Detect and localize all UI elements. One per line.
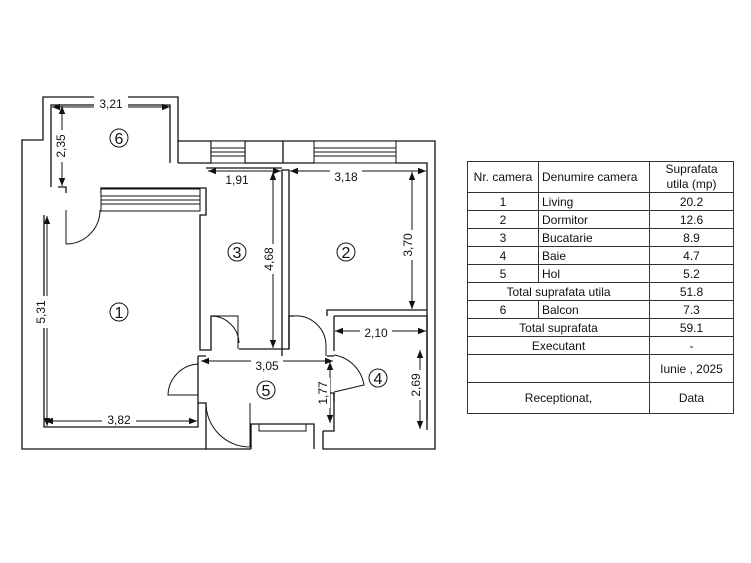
balcony-inner — [50, 104, 171, 187]
kitchen-south-wall — [239, 348, 283, 356]
row-area: 12.6 — [649, 210, 734, 229]
room-marker-bath — [368, 368, 388, 388]
dim-bedroom-depth: 3,70 — [401, 233, 415, 257]
doors — [65, 209, 365, 448]
dim-living-width: 3,82 — [107, 413, 131, 427]
date-row: Iunie , 2025 — [467, 354, 734, 383]
hall-west-wall — [197, 355, 206, 403]
row-name: Balcon — [538, 300, 650, 319]
row-nr: 2 — [467, 210, 539, 229]
bath-walls — [323, 315, 428, 432]
executant-row: Executant - — [467, 336, 734, 355]
balcony-parapet — [21, 96, 207, 450]
header-area-line2: utila (mp) — [666, 177, 717, 191]
room-number-kitchen: 3 — [233, 245, 242, 262]
room-numbers: 6 3 2 1 5 4 — [109, 128, 388, 400]
table-row: 5 Hol 5.2 — [467, 264, 734, 283]
dim-hall-width: 3,05 — [255, 359, 279, 373]
table-row: 3 Bucatarie 8.9 — [467, 228, 734, 247]
row-name: Bucatarie — [538, 228, 650, 247]
header-area-line1: Suprafata — [665, 162, 718, 177]
room-marker-kitchen — [227, 242, 247, 262]
total-utila-label: Total suprafata utila — [467, 282, 650, 301]
total-value: 59.1 — [649, 318, 734, 337]
dimension-labels: 3,21 2,35 1,91 3,18 4,68 3,70 5,31 3,05 … — [32, 96, 423, 427]
row-area: 7.3 — [649, 300, 734, 319]
data-label: Data — [649, 382, 734, 414]
row-area: 20.2 — [649, 192, 734, 211]
room-number-living: 1 — [115, 305, 124, 322]
executant-label: Executant — [467, 336, 650, 355]
row-nr: 3 — [467, 228, 539, 247]
dim-bath-depth: 2,69 — [409, 373, 423, 397]
dim-living-depth: 5,31 — [34, 300, 48, 324]
row-name: Baie — [538, 246, 650, 265]
door-kitchen — [210, 315, 240, 349]
executant-value: - — [649, 336, 734, 355]
kitchen-bedroom-partition — [281, 169, 290, 350]
row-area: 5.2 — [649, 264, 734, 283]
table-row: 4 Baie 4.7 — [467, 246, 734, 265]
total-utila-row: Total suprafata utila 51.8 — [467, 282, 734, 301]
row-name: Living — [538, 192, 650, 211]
header-name: Denumire camera — [538, 161, 650, 193]
row-name: Hol — [538, 264, 650, 283]
row-nr: 4 — [467, 246, 539, 265]
door-living — [167, 363, 199, 396]
room-number-bedroom: 2 — [342, 245, 351, 262]
row-area: 8.9 — [649, 228, 734, 247]
facade-wall — [178, 141, 428, 420]
receptionat-label: Receptionat, — [467, 382, 650, 414]
bedroom-south-wall — [288, 309, 427, 349]
dim-bath-width: 2,10 — [364, 326, 388, 340]
row-nr: 1 — [467, 192, 539, 211]
room-number-balcony: 6 — [115, 131, 124, 148]
table-row: 1 Living 20.2 — [467, 192, 734, 211]
row-name: Dormitor — [538, 210, 650, 229]
room-number-bath: 4 — [374, 371, 383, 388]
dim-balcony-width: 3,21 — [99, 97, 123, 111]
door-bath — [333, 354, 365, 393]
room-marker-balcony — [109, 128, 129, 148]
header-nr: Nr. camera — [467, 161, 539, 193]
outer-wall-south-hall — [206, 423, 315, 450]
row-area: 4.7 — [649, 246, 734, 265]
living-north-wall — [58, 186, 215, 351]
door-bedroom — [293, 315, 327, 356]
table-row: 2 Dormitor 12.6 — [467, 210, 734, 229]
receptionat-row: Receptionat, Data — [467, 382, 734, 414]
room-marker-bedroom — [336, 242, 356, 262]
table-header: Nr. camera Denumire camera Suprafata uti… — [467, 161, 734, 193]
balcony-row: 6 Balcon 7.3 — [467, 300, 734, 319]
room-schedule-table: Nr. camera Denumire camera Suprafata uti… — [467, 161, 734, 414]
hall-south-closet — [258, 424, 307, 432]
windows — [100, 140, 397, 212]
date-value: Iunie , 2025 — [649, 354, 734, 383]
date-row-blank — [467, 354, 650, 383]
dim-kitchen-width: 1,91 — [225, 173, 249, 187]
dim-hall-depth: 1,77 — [316, 381, 330, 405]
room-number-hall: 5 — [262, 383, 271, 400]
row-nr: 6 — [467, 300, 539, 319]
dim-balcony-depth: 2,35 — [54, 134, 68, 158]
dim-kitchen-depth: 4,68 — [262, 247, 276, 271]
room-marker-living — [109, 302, 129, 322]
total-label: Total suprafata — [467, 318, 650, 337]
dim-bedroom-width: 3,18 — [334, 170, 358, 184]
row-nr: 5 — [467, 264, 539, 283]
door-living-balcony — [65, 209, 101, 245]
header-area: Suprafata utila (mp) — [649, 161, 734, 193]
door-entrance — [205, 402, 251, 448]
total-utila-value: 51.8 — [649, 282, 734, 301]
outer-wall-east — [178, 140, 436, 450]
total-row: Total suprafata 59.1 — [467, 318, 734, 337]
room-marker-hall — [256, 380, 276, 400]
